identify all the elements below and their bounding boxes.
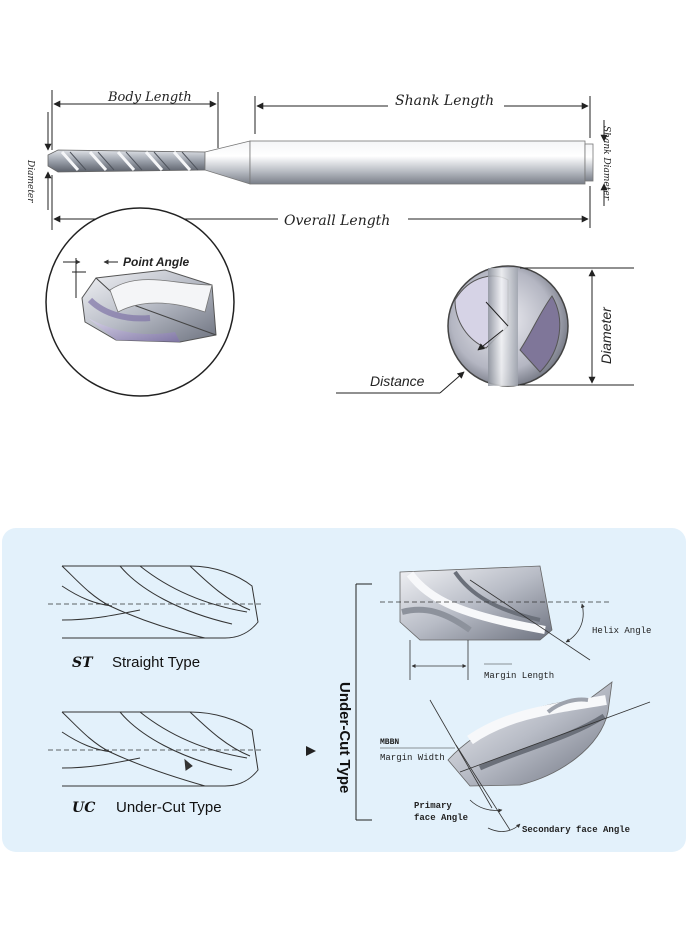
straight-type-drill — [48, 565, 264, 639]
helix-angle-label: Helix Angle — [592, 626, 651, 636]
top-dimension-labels: Body Length Shank Length Overall Length … — [25, 90, 611, 229]
point-angle-label: Point Angle — [123, 255, 190, 269]
margin-code-label: MBBN — [380, 738, 399, 747]
end-view-detail: Diameter Distance — [336, 265, 634, 394]
end-view-diameter-label: Diameter — [598, 306, 614, 364]
diameter-left-label: Diameter — [25, 159, 35, 203]
st-code: ST — [72, 655, 94, 671]
margin-width-label: Margin Width — [380, 753, 445, 763]
straight-type-label: Straight Type — [112, 654, 200, 671]
shank-length-label: Shank Length — [395, 93, 494, 109]
shank-diameter-label: Shank Diameter — [601, 126, 611, 201]
secondary-face-angle-label: Secondary face Angle — [522, 825, 630, 835]
undercut-vertical-label: Under-Cut Type — [336, 682, 353, 793]
full-drill-illustration — [47, 140, 594, 185]
helix-detail-drill — [380, 565, 610, 680]
primary-face-angle-line2: face Angle — [414, 813, 468, 823]
point-angle-detail: Point Angle — [45, 207, 235, 397]
margin-length-label: Margin Length — [484, 671, 554, 681]
drill-types-panel: ST Straight Type UC Under-Cut Type Under… — [2, 528, 686, 852]
face-angle-detail-drill — [380, 681, 651, 832]
undercut-bracket — [355, 583, 372, 821]
distance-label: Distance — [370, 373, 425, 389]
pointer-arrow-icon — [306, 746, 316, 756]
primary-face-angle-line1: Primary — [414, 801, 452, 811]
undercut-type-drill — [48, 711, 264, 787]
body-length-label: Body Length — [107, 90, 192, 105]
overall-length-label: Overall Length — [284, 213, 390, 229]
undercut-type-label: Under-Cut Type — [116, 799, 222, 816]
uc-code: UC — [72, 800, 95, 816]
